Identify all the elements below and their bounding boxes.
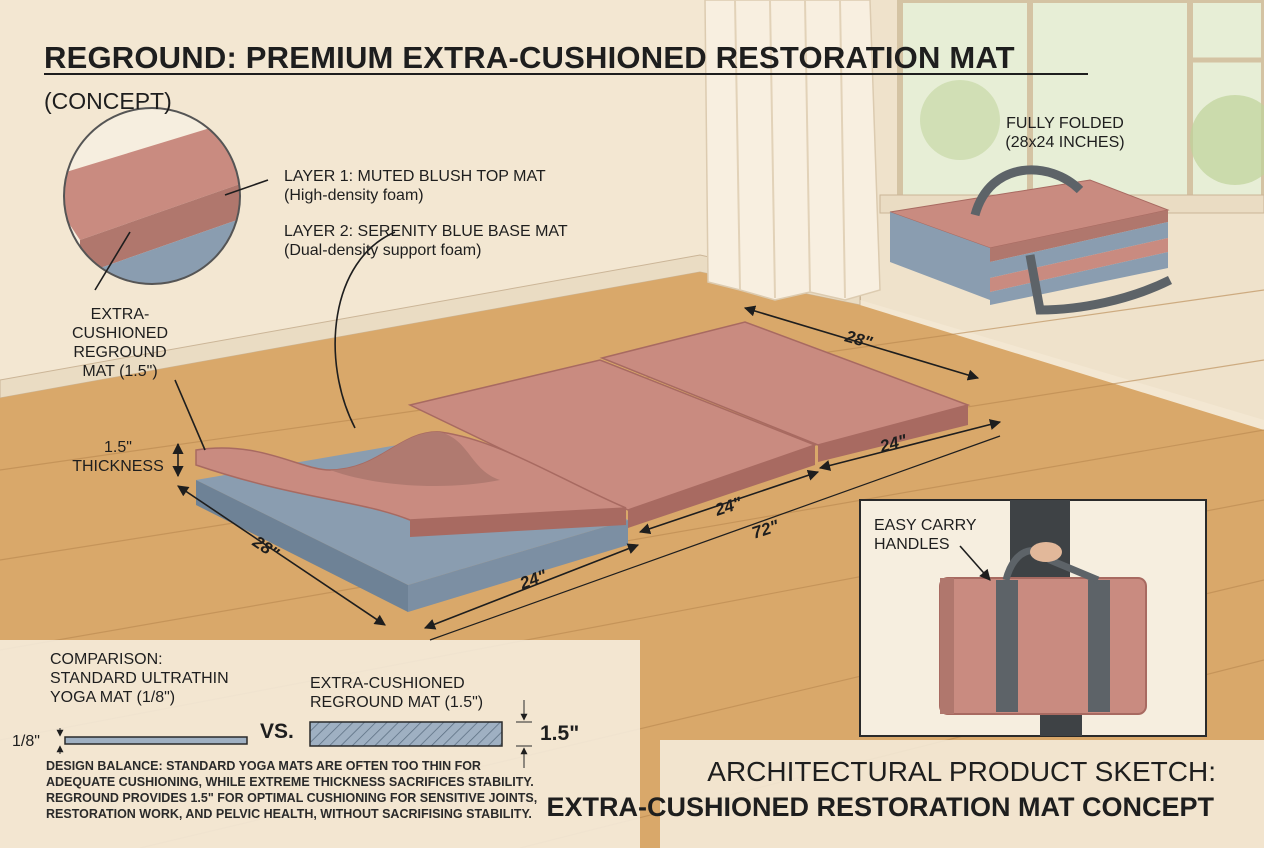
- comparison-bars: [56, 700, 532, 768]
- layer2-title: LAYER 2: SERENITY BLUE BASE MAT: [284, 223, 568, 240]
- thickness-value: 1.5": [104, 439, 132, 456]
- inset-label: EXTRA- CUSHIONED REGROUND MAT (1.5"): [60, 305, 180, 381]
- page-subtitle: (CONCEPT): [44, 88, 172, 114]
- inset-label-line: REGROUND: [73, 344, 167, 361]
- carry-label-line: EASY CARRY: [874, 517, 977, 534]
- layer2-callout: LAYER 2: SERENITY BLUE BASE MAT (Dual-de…: [284, 222, 568, 260]
- design-note-line: DESIGN BALANCE: STANDARD YOGA MATS ARE O…: [46, 759, 481, 773]
- footer-line2: EXTRA-CUSHIONED RESTORATION MAT CONCEPT: [546, 792, 1214, 822]
- reground-thickness: 1.5": [540, 722, 580, 745]
- dimension-lines: [44, 73, 1088, 641]
- reground-label-line: REGROUND MAT (1.5"): [310, 694, 484, 711]
- standard-label-line: STANDARD ULTRATHIN: [50, 670, 229, 687]
- thickness-label: 1.5" THICKNESS: [66, 438, 170, 476]
- inset-label-line: EXTRA-: [90, 306, 150, 323]
- folded-mat: [889, 165, 1173, 315]
- comparison-block: COMPARISON: STANDARD ULTRATHIN YOGA MAT …: [50, 650, 229, 707]
- thickness-text: THICKNESS: [72, 458, 164, 475]
- inset-label-line: MAT (1.5"): [82, 363, 158, 380]
- layer-detail-inset: [63, 107, 241, 285]
- page-title: REGROUND: PREMIUM EXTRA-CUSHIONED RESTOR…: [44, 40, 1015, 75]
- comparison-heading: COMPARISON:: [50, 651, 163, 668]
- carry-label: EASY CARRY HANDLES: [874, 516, 977, 554]
- footer-line1: ARCHITECTURAL PRODUCT SKETCH:: [707, 756, 1216, 787]
- design-note-line: RESTORATION WORK, AND PELVIC HEALTH, WIT…: [46, 807, 532, 821]
- layer1-title: LAYER 1: MUTED BLUSH TOP MAT: [284, 168, 546, 185]
- reground-label-line: EXTRA-CUSHIONED: [310, 675, 465, 692]
- design-note-line: REGROUND PROVIDES 1.5" FOR OPTIMAL CUSHI…: [46, 791, 538, 805]
- design-note-line: ADEQUATE CUSHIONING, WHILE EXTREME THICK…: [46, 775, 534, 789]
- folded-size: (28x24 INCHES): [1005, 134, 1125, 151]
- folded-title: FULLY FOLDED: [1006, 115, 1124, 132]
- layer2-description: (Dual-density support foam): [284, 242, 482, 259]
- layer1-callout: LAYER 1: MUTED BLUSH TOP MAT (High-densi…: [284, 167, 546, 205]
- inset-label-line: CUSHIONED: [71, 325, 168, 342]
- carry-panel: [859, 499, 1207, 737]
- carry-label-line: HANDLES: [874, 536, 950, 553]
- vs-label: VS.: [260, 720, 294, 743]
- folded-label: FULLY FOLDED (28x24 INCHES): [990, 114, 1140, 152]
- design-note: DESIGN BALANCE: STANDARD YOGA MATS ARE O…: [46, 758, 537, 822]
- layer1-description: (High-density foam): [284, 187, 424, 204]
- standard-label-line: YOGA MAT (1/8"): [50, 689, 176, 706]
- reground-comparison-label: EXTRA-CUSHIONED REGROUND MAT (1.5"): [310, 674, 483, 712]
- standard-thickness: 1/8": [12, 733, 40, 750]
